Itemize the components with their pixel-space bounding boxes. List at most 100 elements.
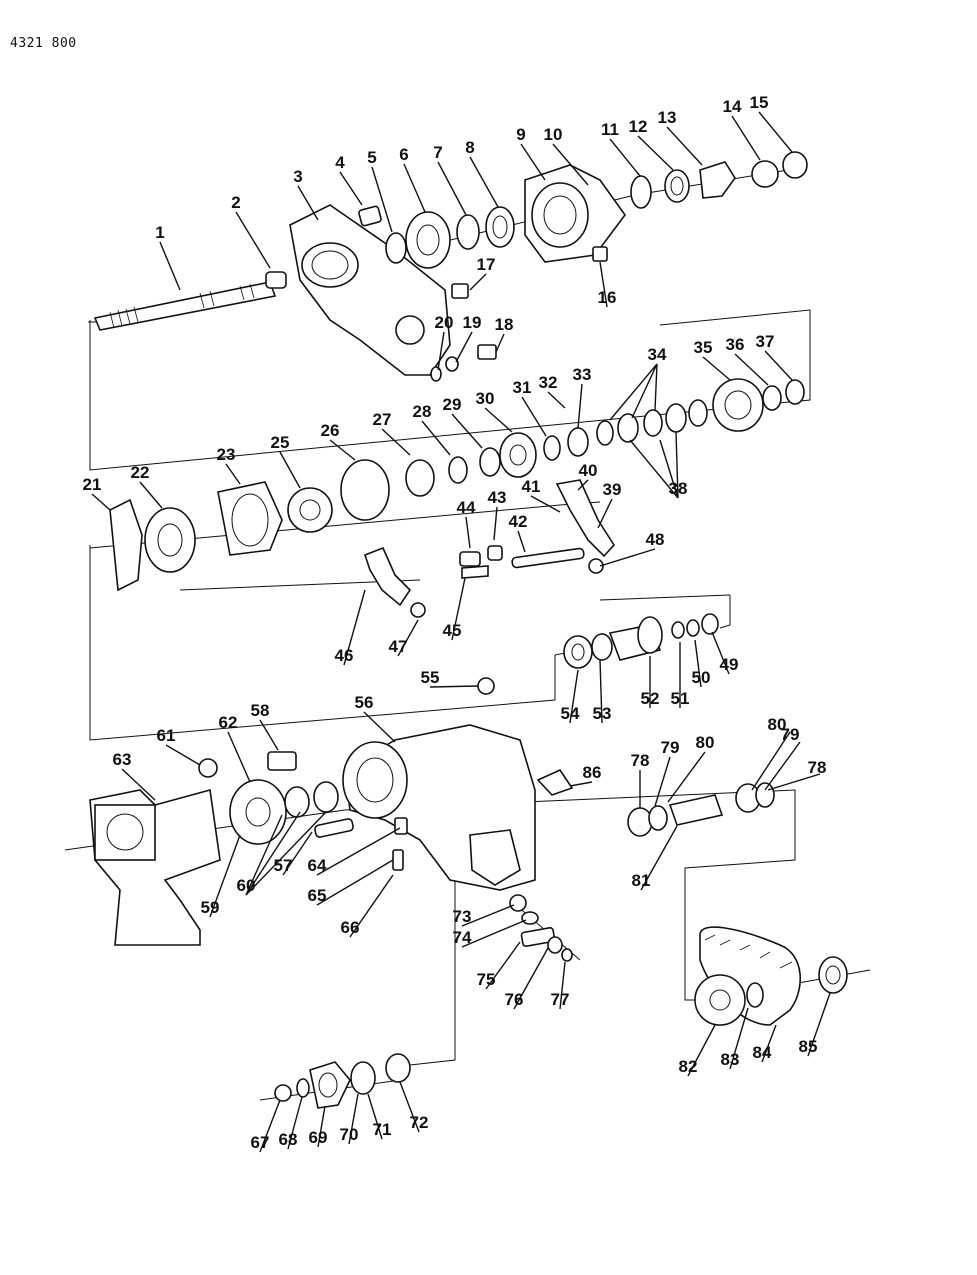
- leader-line-11: [609, 138, 641, 177]
- part-label-72: 72: [410, 1113, 429, 1132]
- leader-line-27: [381, 428, 411, 456]
- part-label-65: 65: [308, 886, 327, 905]
- leader-line-25: [279, 451, 301, 489]
- part-label-25: 25: [271, 433, 290, 452]
- leader-line-3: [297, 185, 319, 221]
- leader-line-38-2: [629, 439, 679, 499]
- shift-assembly: [109, 378, 805, 618]
- leader-line-35: [702, 356, 731, 381]
- leader-line-53: [599, 659, 603, 724]
- part-label-10: 10: [544, 125, 563, 144]
- leader-line-1: [159, 241, 181, 291]
- part-label-69: 69: [309, 1128, 328, 1147]
- part-label-29: 29: [443, 395, 462, 414]
- drive-chain-assembly: [627, 782, 848, 1026]
- leader-line-85: [807, 992, 831, 1057]
- part-label-61: 61: [157, 726, 176, 745]
- part-label-18: 18: [495, 315, 514, 334]
- part-label-14: 14: [723, 97, 742, 116]
- leader-line-15: [758, 111, 793, 153]
- part-label-36: 36: [726, 335, 745, 354]
- part-label-63: 63: [113, 750, 132, 769]
- leader-line-66: [349, 874, 394, 938]
- part-label-80: 80: [696, 733, 715, 752]
- leader-line-55: [429, 685, 479, 688]
- leader-line-8: [469, 156, 499, 208]
- part-label-56: 56: [355, 693, 374, 712]
- leader-line-64: [316, 827, 401, 876]
- leader-line-20: [437, 331, 445, 371]
- leader-line-61: [165, 744, 201, 766]
- leader-line-56: [363, 711, 396, 743]
- leader-line-63: [121, 768, 156, 801]
- part-label-4: 4: [335, 153, 345, 172]
- part-label-6: 6: [399, 145, 408, 164]
- leader-line-34: [609, 363, 658, 421]
- part-label-26: 26: [321, 421, 340, 440]
- part-label-5: 5: [367, 148, 376, 167]
- part-label-46: 46: [335, 646, 354, 665]
- leader-line-26: [329, 439, 356, 461]
- leader-line-80: [667, 751, 706, 803]
- part-label-34: 34: [648, 345, 667, 364]
- part-label-74: 74: [453, 928, 472, 947]
- leader-line-72: [399, 1081, 420, 1133]
- part-label-31: 31: [513, 378, 532, 397]
- leader-line-30: [484, 407, 513, 433]
- part-label-84: 84: [753, 1043, 772, 1062]
- part-label-57: 57: [274, 856, 293, 875]
- leader-line-14: [731, 115, 761, 161]
- leader-line-21: [91, 493, 111, 511]
- leader-line-32: [547, 391, 566, 409]
- leader-line-79: [654, 756, 671, 807]
- leader-line-16: [599, 261, 608, 308]
- part-label-8: 8: [465, 138, 474, 157]
- part-label-16: 16: [598, 288, 617, 307]
- part-label-68: 68: [279, 1130, 298, 1149]
- leader-line-38: [659, 439, 679, 499]
- leader-line-73: [461, 904, 515, 927]
- leader-line-40: [577, 479, 589, 491]
- part-label-58: 58: [251, 701, 270, 720]
- part-label-51: 51: [671, 689, 690, 708]
- leader-line-34-2: [631, 363, 658, 419]
- part-label-70: 70: [340, 1125, 359, 1144]
- leader-line-84: [761, 1024, 777, 1063]
- leader-line-68: [287, 1096, 303, 1150]
- part-label-3: 3: [293, 167, 302, 186]
- leader-line-41: [530, 495, 561, 513]
- leader-line-74: [461, 919, 527, 948]
- leader-line-79-2: [764, 741, 801, 791]
- part-label-22: 22: [131, 463, 150, 482]
- part-label-78-rear: 78: [808, 758, 827, 777]
- leader-line-17: [469, 273, 487, 291]
- leader-line-5: [371, 166, 393, 233]
- part-label-39: 39: [603, 480, 622, 499]
- part-label-80-rear: 80: [768, 715, 787, 734]
- leader-lines: [91, 111, 831, 1153]
- leader-line-54: [569, 669, 579, 724]
- leader-line-59: [209, 834, 241, 918]
- leader-line-28: [421, 420, 451, 456]
- leader-line-47: [397, 619, 419, 657]
- leader-line-50: [694, 639, 702, 688]
- front-case-parts: [358, 151, 808, 382]
- leader-line-29: [451, 413, 483, 449]
- leader-line-70: [348, 1093, 359, 1145]
- leader-line-39: [597, 498, 613, 529]
- leader-line-7: [437, 161, 467, 216]
- part-label-43: 43: [488, 488, 507, 507]
- part-label-45: 45: [443, 621, 462, 640]
- output-shaft: [563, 613, 719, 669]
- leader-line-12: [637, 135, 674, 171]
- leader-line-65: [316, 859, 394, 906]
- leader-line-10: [552, 143, 589, 186]
- part-label-54: 54: [561, 704, 580, 723]
- rear-case: [89, 677, 574, 962]
- part-label-52: 52: [641, 689, 660, 708]
- part-label-53: 53: [593, 704, 612, 723]
- part-label-35: 35: [694, 338, 713, 357]
